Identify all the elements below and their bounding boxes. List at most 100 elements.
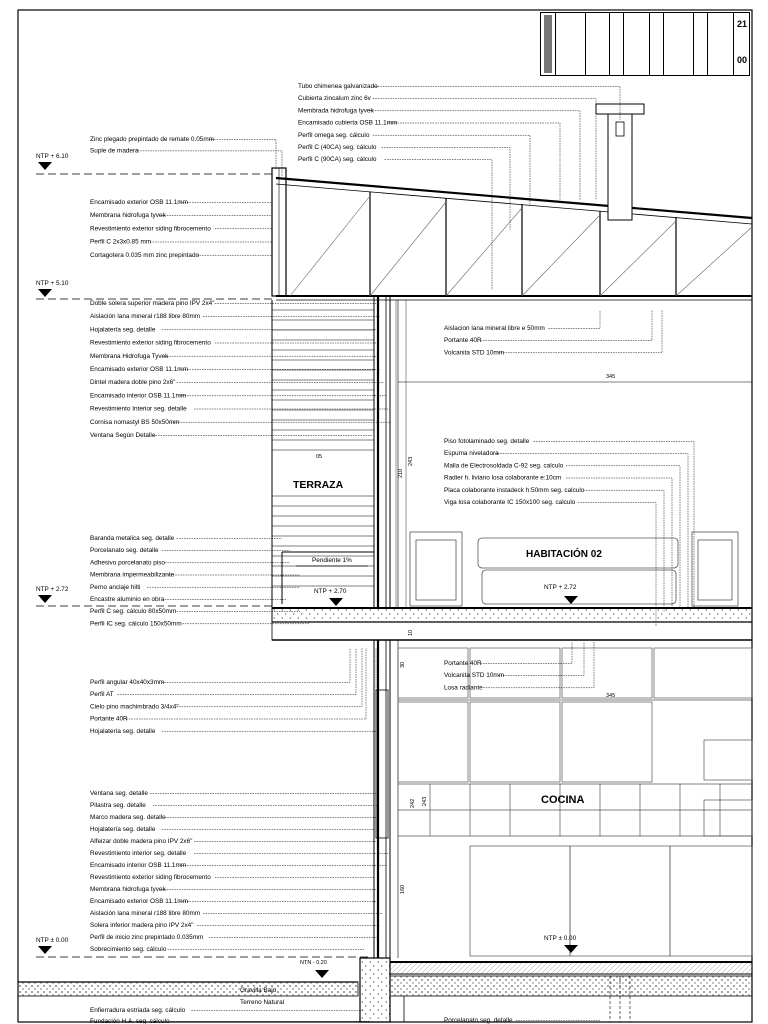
leader-line bbox=[565, 465, 681, 608]
level-marker-ntp510: NTP + 5.10 bbox=[36, 280, 272, 300]
annotation-label: Aislacion lana mineral libre e 50mm bbox=[444, 325, 545, 332]
title-block-cell bbox=[707, 13, 733, 75]
level-text: NTP + 2.72 bbox=[36, 586, 69, 593]
level-text: NTP ± 0.00 bbox=[544, 935, 577, 942]
annotation-label: Cubierta zincalum zinc 6v bbox=[298, 95, 372, 102]
dimension-text: 210 bbox=[398, 469, 404, 478]
annotation-label: Portante 40R bbox=[90, 716, 128, 723]
leader-line bbox=[161, 648, 351, 683]
annotation-label: Cortagotera 0.035 mm zinc prepintado bbox=[90, 252, 200, 259]
annotation-label: Ventana Según Detalle bbox=[90, 432, 156, 439]
annotation-label: Enfierradura estriada seg. cálculo bbox=[90, 1007, 186, 1014]
leader-line bbox=[372, 134, 531, 205]
annotation-label: Volcanita STD 10mm bbox=[444, 349, 504, 356]
annotation-label: Aislación lana mineral r188 libre 80mm bbox=[90, 313, 200, 320]
leader-line bbox=[495, 453, 689, 608]
room-label-habitacion: HABITACIÓN 02 bbox=[526, 547, 602, 560]
annotation-label: Baranda metalica seg. detalle bbox=[90, 535, 175, 542]
level-text: NTP + 2.72 bbox=[544, 584, 577, 591]
leader-line bbox=[583, 489, 665, 612]
annotation-label: Revestimiento exterior siding fibrocemen… bbox=[90, 225, 211, 232]
level-text: NTN - 0.20 bbox=[300, 960, 327, 966]
title-block-cell bbox=[693, 13, 707, 75]
leader-line bbox=[209, 139, 277, 170]
room-label-cocina: COCINA bbox=[541, 794, 584, 806]
level-text: NTP + 6.10 bbox=[36, 153, 69, 160]
annotation-label: Perfil C seg. cálculo 80x50mm bbox=[90, 608, 176, 615]
roof-structure bbox=[271, 167, 753, 301]
leader-line bbox=[369, 110, 581, 200]
title-block-cell bbox=[733, 13, 749, 75]
inner-level-habitacion: NTP + 2.72 bbox=[544, 584, 578, 604]
annotation-label: Membrana hidrofuga tyvek bbox=[90, 886, 166, 893]
annotation-label: Membrana hidrofuga tyvek bbox=[90, 212, 166, 219]
leader-line bbox=[384, 159, 493, 290]
annotation-label: Zinc plegado prepintado de remate 0.05mm bbox=[90, 136, 214, 143]
leader-line bbox=[381, 147, 511, 230]
title-block: 21 00 bbox=[540, 12, 750, 76]
dimension-text: 243 bbox=[422, 797, 428, 806]
leader-line bbox=[161, 648, 377, 732]
room-label-terraza: TERRAZA bbox=[293, 479, 344, 491]
level-text: NTP + 2.70 bbox=[314, 588, 347, 595]
bottom-annotations: Porcelanato seg. detalle bbox=[444, 1017, 600, 1024]
ceiling-annotations: Aislacion lana mineral libre e 50mmPorta… bbox=[444, 310, 663, 356]
dimension-text: 243 bbox=[408, 457, 414, 466]
inner-level-cocina: NTP ± 0.00 bbox=[544, 935, 578, 953]
annotation-label: Alfeizar doble madera pino IPV 2x6" bbox=[90, 838, 192, 845]
sheet-number-top: 21 bbox=[736, 19, 747, 29]
leader-line bbox=[548, 310, 601, 329]
annotation-label: Aislación lana mineral r188 libre 80mm bbox=[90, 910, 200, 917]
annotation-label: Porcelanato seg. detalle bbox=[444, 1017, 513, 1024]
leader-line bbox=[117, 648, 357, 695]
foundation-annotations: Enfierradura estriada seg. cálculoFundac… bbox=[90, 1007, 370, 1024]
annotation-label: Revestimiento exterior siding fibrocemen… bbox=[90, 340, 211, 347]
annotation-label: Hojalatería seg. detalle bbox=[90, 826, 156, 833]
annotation-label: Volcanita STD 10mm bbox=[444, 672, 504, 679]
bedroom-bed bbox=[409, 531, 739, 607]
annotation-label: Porcelanato seg. detalle bbox=[90, 547, 159, 554]
annotation-label: Suple de madera bbox=[90, 148, 139, 155]
kitchen-cabinets bbox=[397, 647, 753, 957]
slope-label: Pendiente 1% bbox=[312, 557, 352, 564]
level-text: NTP + 5.10 bbox=[36, 280, 69, 287]
annotation-label: Sobrecimiento seg. cálculo bbox=[90, 946, 167, 953]
annotation-label: Encastre aluminio en obra bbox=[90, 596, 165, 603]
leader-line bbox=[176, 648, 363, 708]
leader-line bbox=[135, 150, 283, 176]
annotation-label: Encamisado exterior OSB 11.1mm bbox=[90, 366, 188, 373]
leader-line bbox=[565, 477, 673, 608]
level-marker-ntp000: NTP ± 0.00 bbox=[36, 937, 370, 958]
dimension-annotations: 345 345 05 210 243 30 242 243 160 10 bbox=[316, 300, 615, 894]
annotation-label: Espuma niveladora bbox=[444, 450, 499, 457]
leader-line bbox=[483, 642, 595, 689]
annotation-label: Pilastra seg. detalle bbox=[90, 802, 146, 809]
leader-line bbox=[498, 310, 663, 354]
sheet-border bbox=[17, 9, 753, 1023]
annotation-label: Perfil de inicio zinc prepintado 0.035mm bbox=[90, 934, 203, 941]
annotation-label: Perfil C 2x3x0.85 mm bbox=[90, 239, 151, 246]
annotation-label: Piso fotolaminado seg. detalle bbox=[444, 438, 530, 445]
annotation-label: Perfil C (40CA) seg. cálculo bbox=[298, 144, 377, 151]
exterior-wall bbox=[373, 295, 399, 959]
annotation-label: Revestimiento interior seg. detalle bbox=[90, 850, 187, 857]
chimney-pipe bbox=[595, 103, 645, 221]
annotation-label: Perfil IC seg. cálculo 150x50mm bbox=[90, 620, 182, 627]
interior-lines bbox=[398, 381, 752, 701]
ground-floor-slab bbox=[17, 957, 753, 1023]
level-marker-ntp610: NTP + 6.10 bbox=[36, 153, 272, 175]
annotation-label: Cornisa nomastyl BS 50x50mm bbox=[90, 419, 180, 426]
dimension-text: 242 bbox=[410, 799, 416, 808]
inner-level-outside: NTN - 0.20 bbox=[300, 960, 329, 978]
annotation-label: Radier h. liviano losa colaborante e:10c… bbox=[444, 475, 561, 482]
annotation-label: Malla de Electrosoldada C-92 seg. calcul… bbox=[444, 462, 564, 469]
annotation-label: Ventana seg. detalle bbox=[90, 790, 148, 797]
dimension-text: 30 bbox=[400, 662, 406, 668]
annotation-label: Terreno Natural bbox=[240, 999, 284, 1006]
annotation-label: Perfil C (90CA) seg. cálculo bbox=[298, 156, 377, 163]
